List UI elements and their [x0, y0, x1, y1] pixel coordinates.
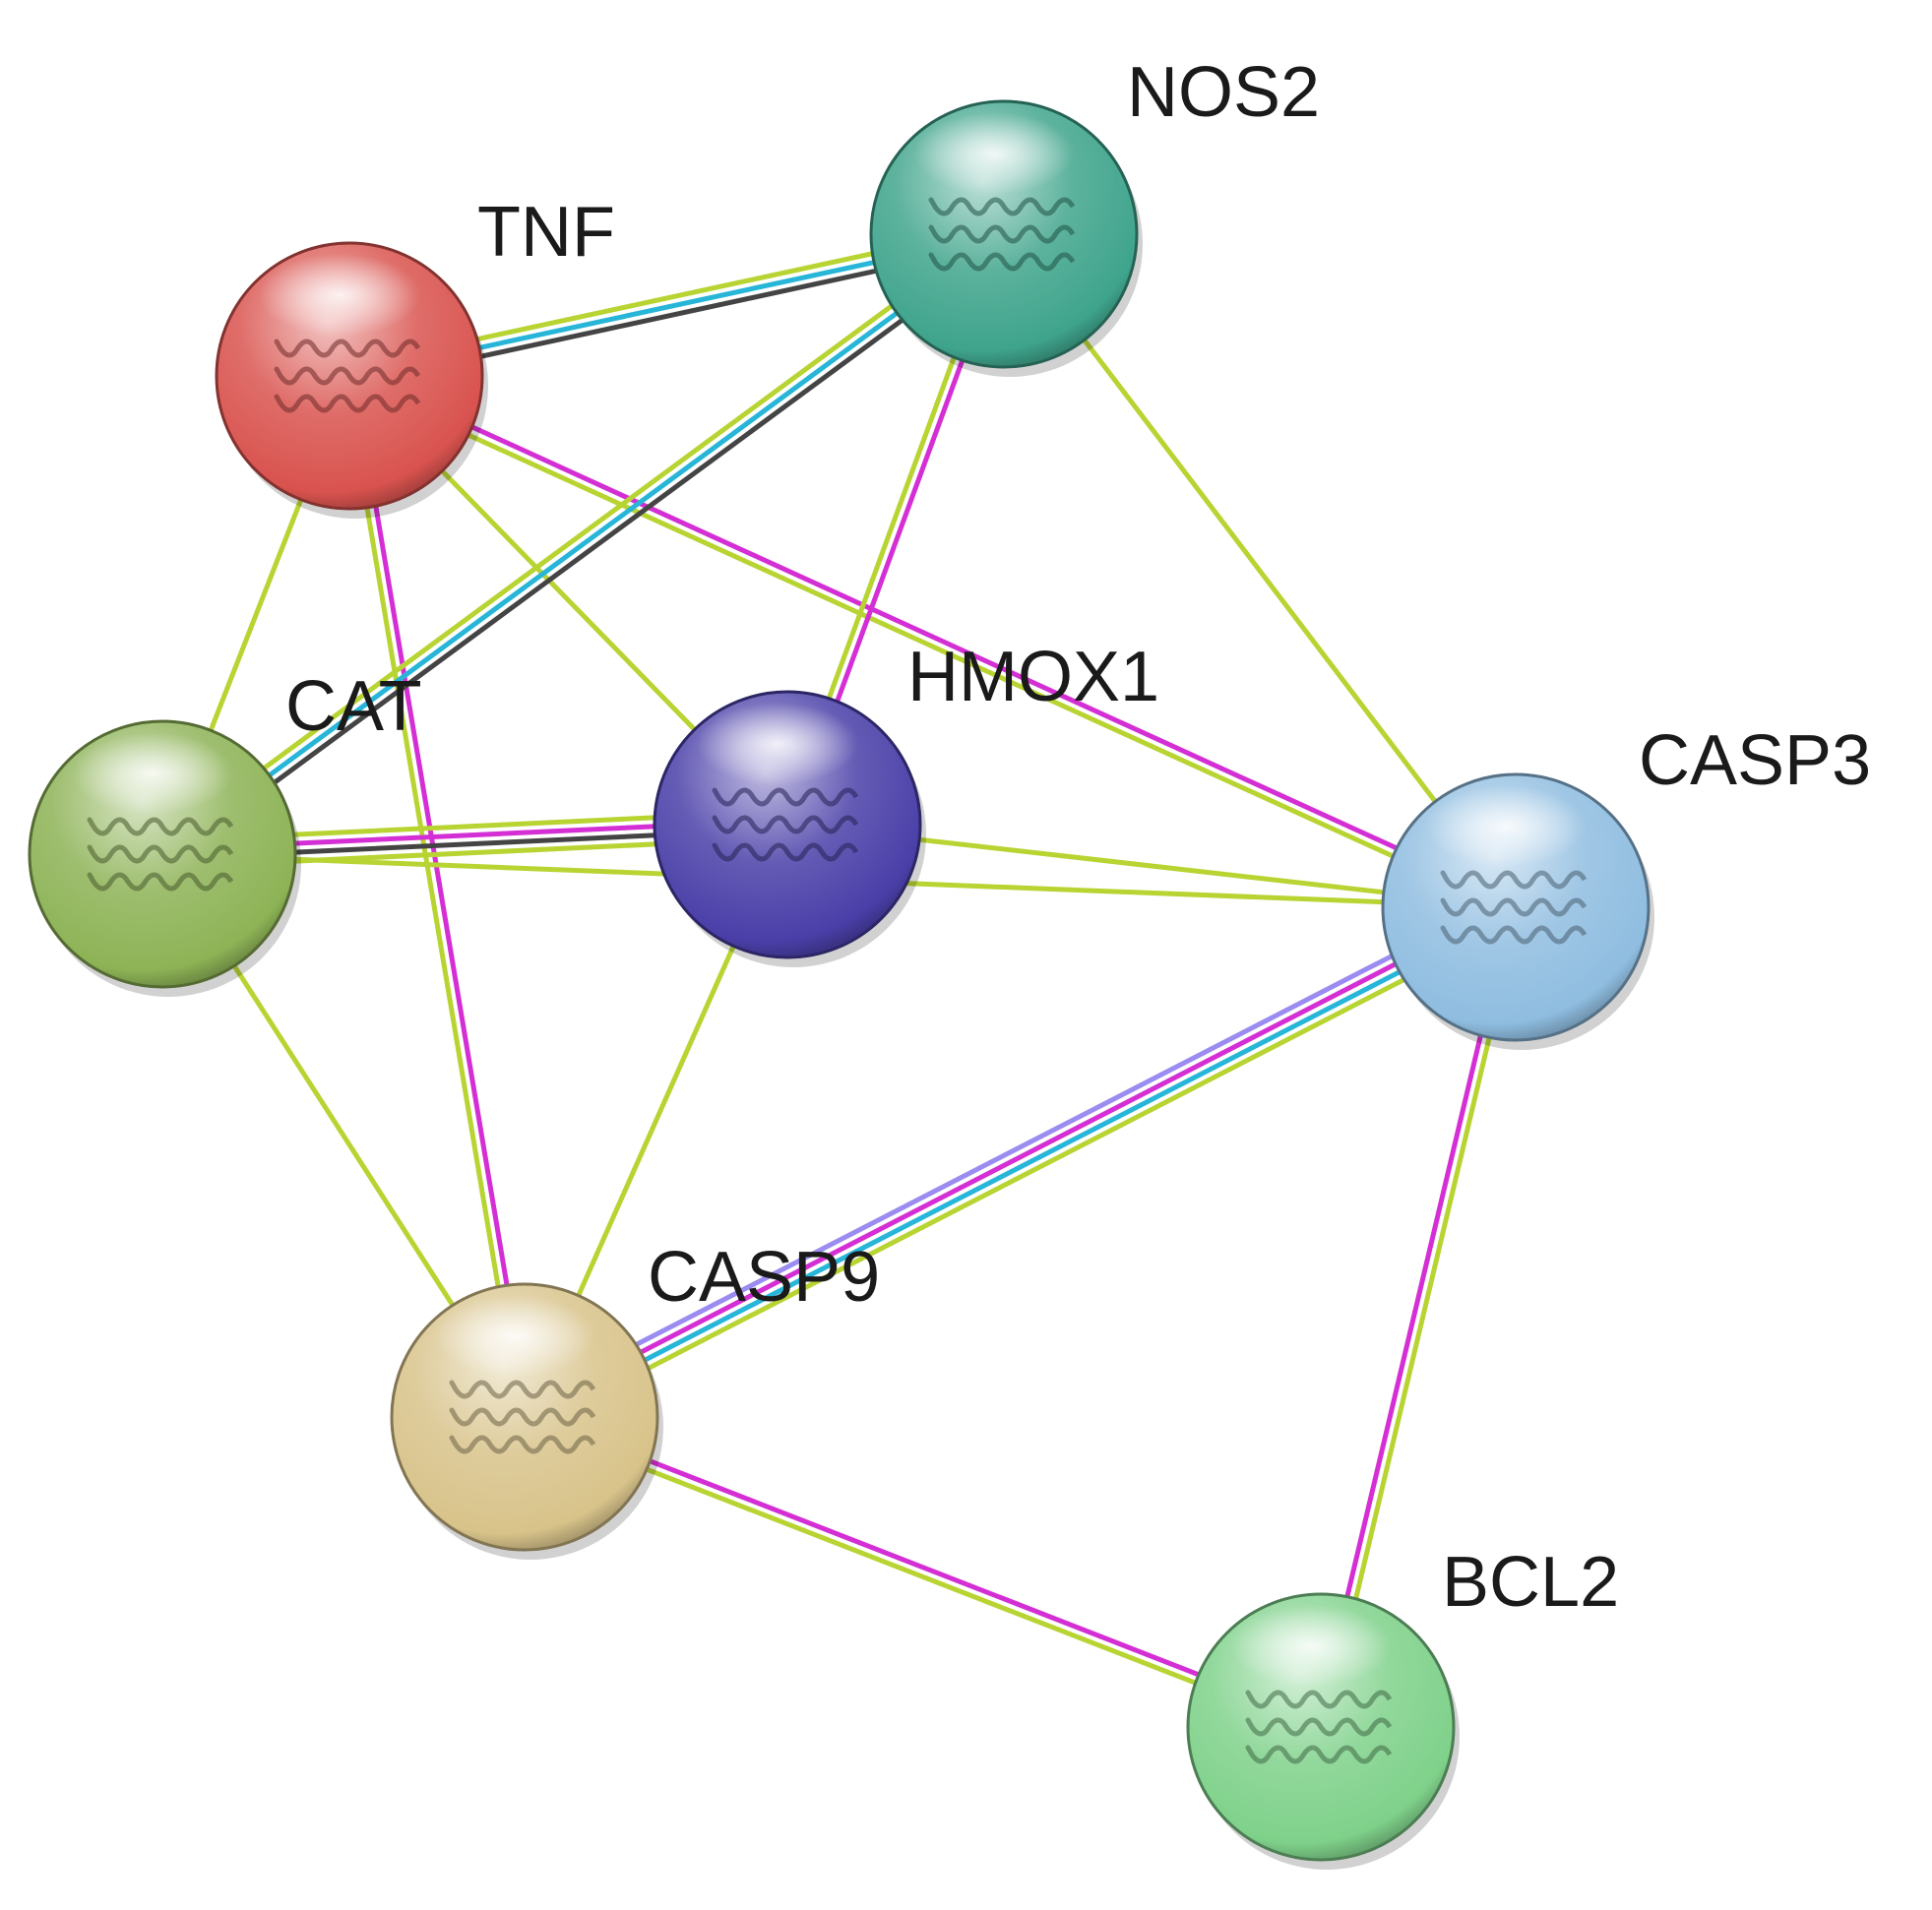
- edge-line-black: [164, 238, 1012, 864]
- protein-helix-icon: [928, 197, 1076, 272]
- structure-strand: [1245, 1745, 1393, 1764]
- edge-line-lavender: [516, 893, 1513, 1408]
- node-highlight: [434, 1295, 595, 1378]
- edge-casp3-casp9: [516, 893, 1525, 1432]
- node-label-bcl2: BCL2: [1442, 1543, 1619, 1622]
- edge-line-yellowgreen: [520, 1418, 1322, 1734]
- edge-line-yellowgreen: [155, 224, 1002, 850]
- node-casp9[interactable]: [390, 1282, 663, 1560]
- structure-strand: [274, 339, 421, 358]
- node-cat[interactable]: [28, 719, 301, 997]
- node-highlight: [1230, 1605, 1392, 1688]
- protein-structure-icon: [1440, 870, 1588, 945]
- structure-strand: [712, 787, 859, 807]
- node-highlight: [913, 112, 1075, 195]
- node-label-tnf: TNF: [477, 193, 615, 272]
- structure-strand: [712, 842, 859, 862]
- structure-strand: [274, 366, 421, 386]
- edge-line-yellowgreen: [1322, 905, 1523, 1731]
- structure-strand: [449, 1435, 596, 1454]
- node-hmox1[interactable]: [653, 690, 926, 967]
- edge-line-yellowgreen: [343, 374, 524, 1421]
- edge-line-cyan: [524, 908, 1521, 1424]
- edge-line-cyan: [159, 231, 1007, 857]
- edge-line-yellowgreen: [1001, 231, 1519, 910]
- node-nos2[interactable]: [869, 99, 1143, 377]
- node-tnf[interactable]: [215, 241, 488, 519]
- structure-strand: [928, 197, 1076, 216]
- edge-casp3-bcl2: [1314, 903, 1523, 1731]
- protein-structure-icon: [274, 339, 421, 413]
- node-highlight: [697, 703, 858, 785]
- structure-strand: [928, 224, 1076, 244]
- structure-strand: [87, 844, 234, 864]
- edge-line-yellowgreen: [344, 377, 1517, 914]
- protein-structure-icon: [1245, 1690, 1393, 1764]
- edge-nos2-casp3: [1001, 231, 1519, 910]
- structure-strand: [1245, 1690, 1393, 1709]
- protein-structure-icon: [87, 817, 234, 892]
- nodes-layer: [28, 99, 1654, 1870]
- edge-line-yellowgreen: [528, 916, 1525, 1432]
- structure-strand: [1440, 870, 1588, 890]
- structure-strand: [274, 394, 421, 413]
- node-label-casp9: CASP9: [648, 1238, 880, 1317]
- node-label-hmox1: HMOX1: [907, 638, 1159, 716]
- edge-line-magenta: [1314, 903, 1515, 1729]
- edge-line-magenta: [520, 900, 1517, 1416]
- node-bcl2[interactable]: [1186, 1592, 1460, 1870]
- node-label-casp3: CASP3: [1639, 721, 1871, 800]
- structure-strand: [1440, 897, 1588, 917]
- edge-line-magenta: [348, 369, 1521, 906]
- node-highlight: [259, 254, 420, 337]
- structure-strand: [449, 1380, 596, 1399]
- node-casp3[interactable]: [1381, 772, 1654, 1050]
- structure-strand: [87, 872, 234, 892]
- edge-tnf-casp3: [344, 369, 1521, 914]
- structure-strand: [1440, 925, 1588, 945]
- edge-casp9-bcl2: [520, 1410, 1326, 1734]
- node-highlight: [72, 732, 233, 815]
- structure-strand: [928, 252, 1076, 272]
- edge-line-magenta: [350, 372, 531, 1419]
- node-highlight: [1425, 785, 1587, 868]
- structure-strand: [712, 815, 859, 834]
- node-label-nos2: NOS2: [1127, 53, 1320, 132]
- edge-nos2-cat: [155, 224, 1012, 864]
- edge-line-magenta: [524, 1410, 1326, 1726]
- structure-strand: [87, 817, 234, 836]
- structure-strand: [1245, 1717, 1393, 1737]
- protein-structure-icon: [449, 1380, 596, 1454]
- structure-strand: [449, 1407, 596, 1427]
- edge-tnf-casp9: [343, 372, 531, 1421]
- protein-structure-icon: [712, 787, 859, 862]
- node-label-cat: CAT: [285, 667, 422, 746]
